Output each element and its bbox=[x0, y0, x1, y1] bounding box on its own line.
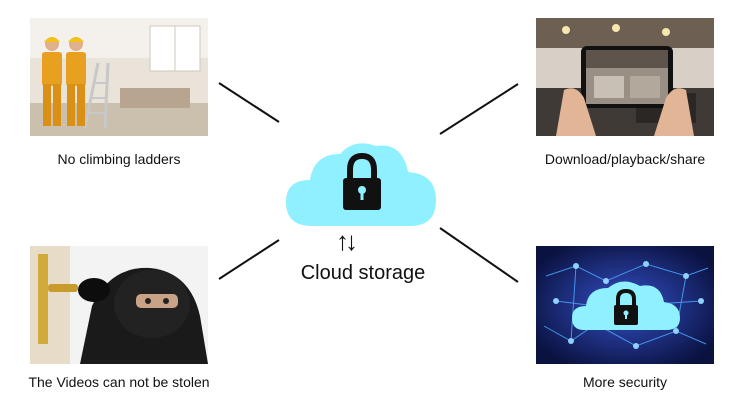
phone-playback-photo bbox=[536, 18, 714, 136]
center-label: Cloud storage bbox=[300, 262, 426, 284]
caption-top-left: No climbing ladders bbox=[57, 151, 181, 167]
caption-top-right: Download/playback/share bbox=[544, 151, 706, 167]
connector-bottom-right bbox=[439, 227, 519, 283]
sync-arrows-icon: ↑↓ bbox=[336, 226, 358, 256]
cloud-lock-icon bbox=[286, 143, 436, 226]
masked-thief-photo bbox=[30, 246, 208, 364]
connector-bottom-left bbox=[218, 239, 280, 280]
network-cloud-lock-photo bbox=[536, 246, 714, 364]
connector-top-right bbox=[439, 83, 519, 135]
workers-with-ladder-photo bbox=[30, 18, 208, 136]
lock-icon bbox=[343, 152, 381, 210]
caption-bottom-left: The Videos can not be stolen bbox=[28, 374, 210, 390]
caption-bottom-right: More security bbox=[582, 374, 668, 390]
cloud-lock-icon bbox=[572, 281, 680, 330]
connector-top-left bbox=[218, 82, 280, 123]
